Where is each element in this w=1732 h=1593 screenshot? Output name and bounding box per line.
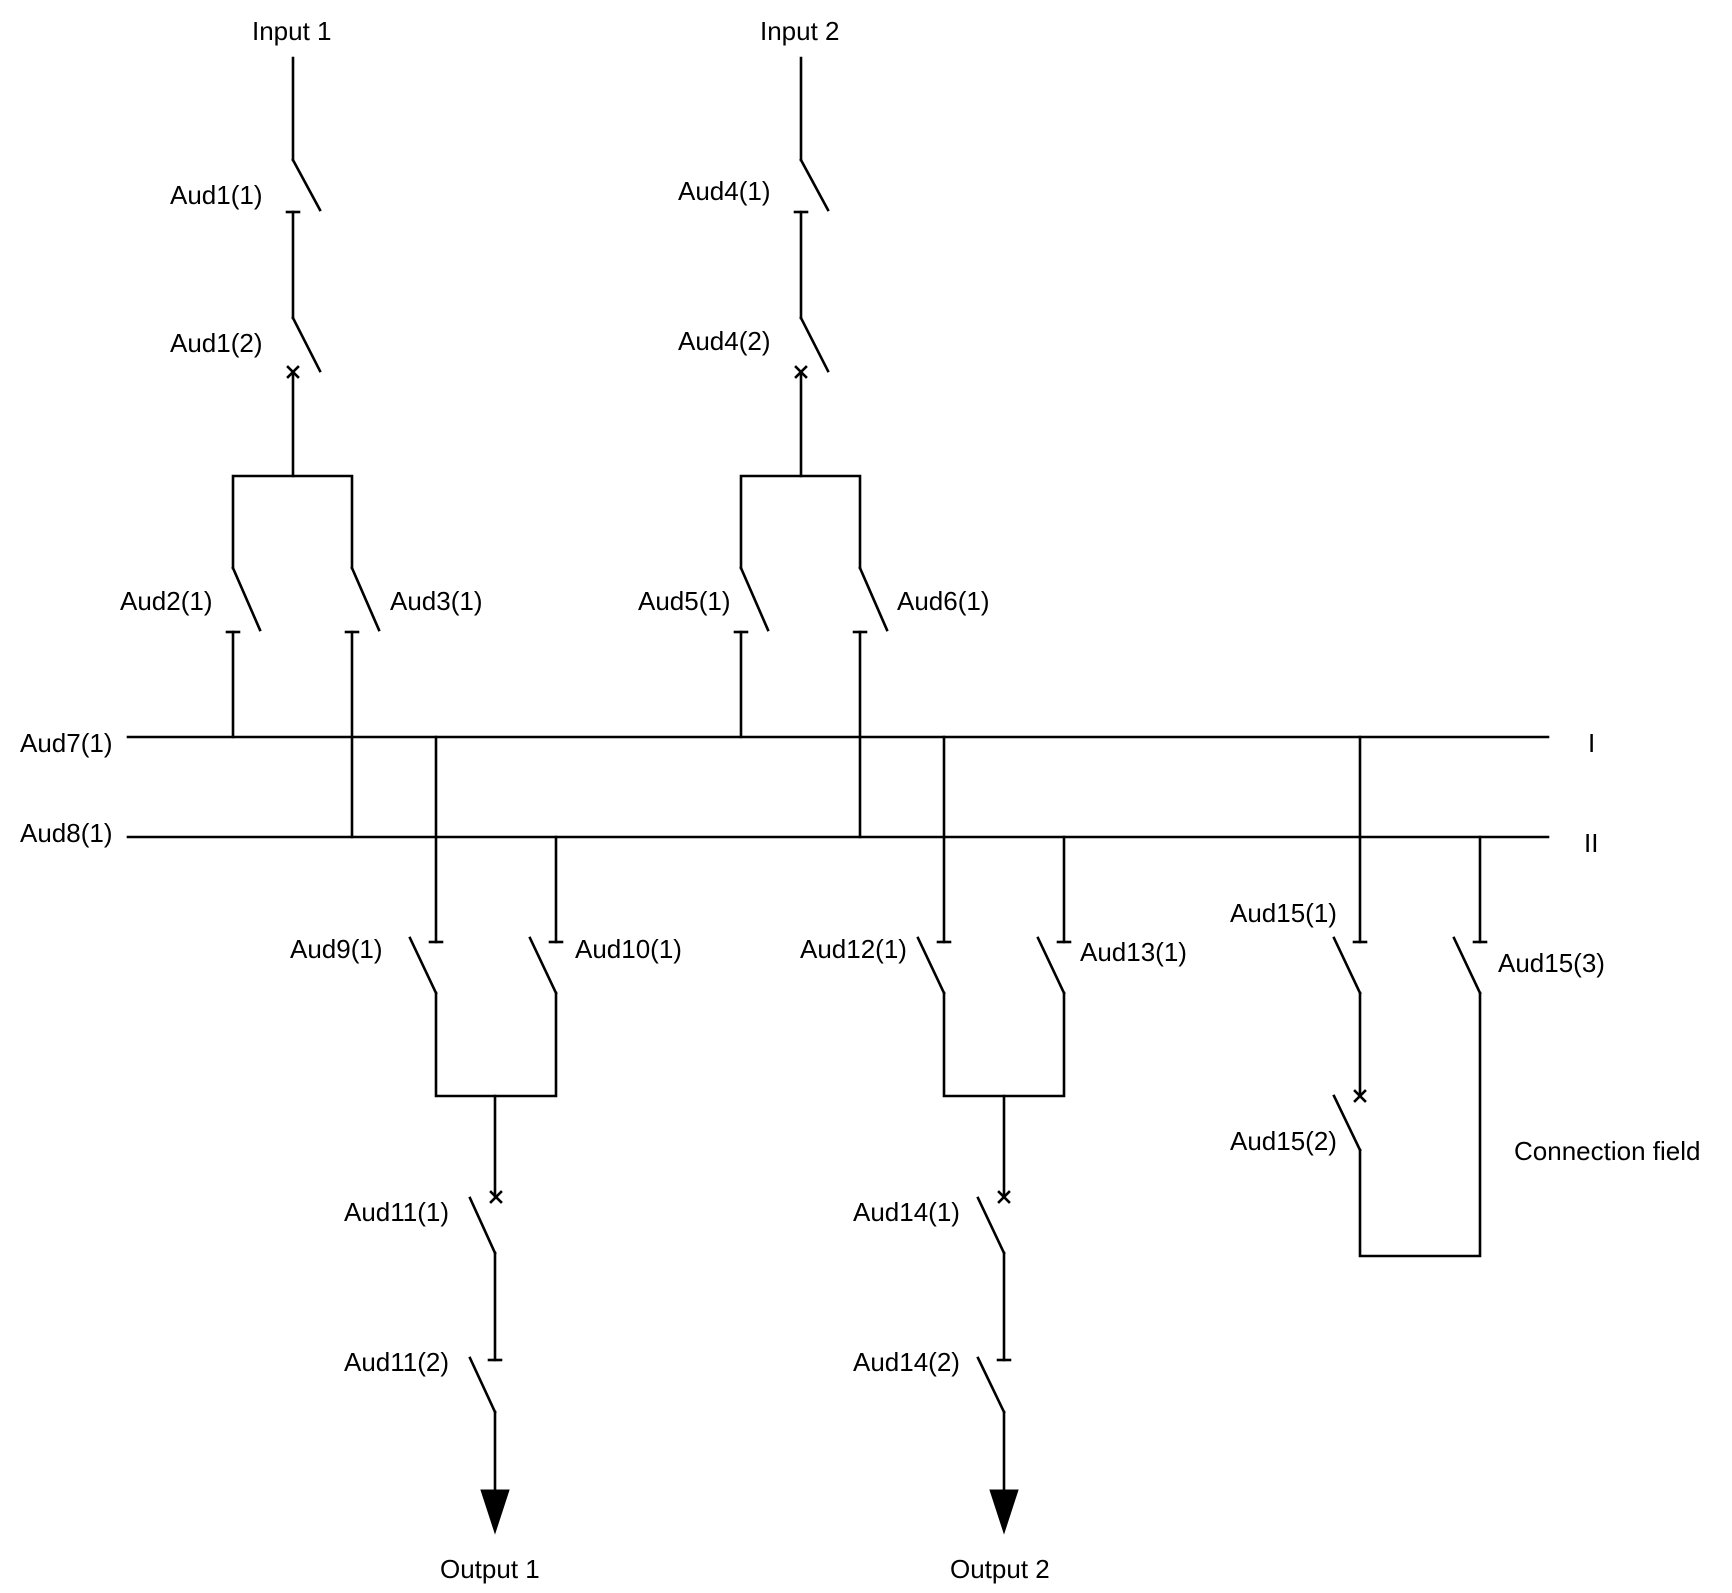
aud15-2-breaker-blade[interactable] <box>1332 1094 1362 1152</box>
aud3-1-label: Aud3(1) <box>390 586 483 616</box>
aud13-1-switch-blade[interactable] <box>1036 936 1066 995</box>
input-1-label: Input 1 <box>252 16 332 46</box>
aud4-1-label: Aud4(1) <box>678 176 771 206</box>
aud6-1-switch-blade[interactable] <box>858 566 889 632</box>
aud11-1-breaker-x-icon <box>489 1190 503 1204</box>
aud11-1-label: Aud11(1) <box>344 1197 449 1227</box>
aud15-1-switch-blade[interactable] <box>1332 936 1362 995</box>
output-2-merge <box>942 991 1066 1098</box>
aud3-1-switch-blade[interactable] <box>350 566 381 632</box>
output-1-label: Output 1 <box>440 1554 540 1584</box>
aud2-1-switch-blade[interactable] <box>231 566 262 632</box>
busbar-i: Aud7(1) I <box>20 728 1595 758</box>
aud15-2-label: Aud15(2) <box>1230 1126 1337 1156</box>
connection-field-loop <box>1358 991 1482 1258</box>
output-1-feeder: Aud9(1) Aud10(1) Aud11(1) Aud11(2) Outpu… <box>290 735 682 1584</box>
busbar-i-label: Aud7(1) <box>20 728 113 758</box>
aud4-1-switch-blade[interactable] <box>799 158 830 212</box>
aud9-1-label: Aud9(1) <box>290 934 383 964</box>
aud5-1-label: Aud5(1) <box>638 586 731 616</box>
input-1-fork <box>231 474 354 570</box>
aud2-1-label: Aud2(1) <box>120 586 213 616</box>
aud11-2-switch-blade[interactable] <box>468 1356 497 1414</box>
input-2-fork <box>739 474 862 570</box>
aud15-3-switch-blade[interactable] <box>1452 936 1482 995</box>
busbar-ii: Aud8(1) II <box>20 818 1598 858</box>
input-1-feeder: Input 1 Aud1(1) Aud1(2) Aud2(1) Aud3(1) <box>120 16 483 839</box>
aud13-1-label: Aud13(1) <box>1080 937 1187 967</box>
aud10-1-switch-blade[interactable] <box>528 936 558 995</box>
aud1-1-label: Aud1(1) <box>170 180 263 210</box>
aud1-2-breaker-blade[interactable] <box>291 316 322 373</box>
connection-field-label: Connection field <box>1514 1136 1700 1166</box>
aud14-2-label: Aud14(2) <box>853 1347 960 1377</box>
aud4-2-breaker-blade[interactable] <box>799 316 830 373</box>
aud10-1-label: Aud10(1) <box>575 934 682 964</box>
aud12-1-switch-blade[interactable] <box>916 936 946 995</box>
aud15-3-label: Aud15(3) <box>1498 948 1605 978</box>
output-2-label: Output 2 <box>950 1554 1050 1584</box>
input-2-feeder: Input 2 Aud4(1) Aud4(2) Aud5(1) Aud6(1) <box>638 16 990 839</box>
aud15-2-breaker-x-icon <box>1353 1089 1367 1103</box>
busbar-i-end-label: I <box>1588 728 1595 758</box>
aud11-1-breaker-blade[interactable] <box>468 1196 497 1255</box>
aud14-2-switch-blade[interactable] <box>976 1356 1006 1414</box>
busbar-ii-label: Aud8(1) <box>20 818 113 848</box>
aud6-1-label: Aud6(1) <box>897 586 990 616</box>
aud4-2-label: Aud4(2) <box>678 326 771 356</box>
connection-field: Aud15(1) Aud15(2) Aud15(3) Connection fi… <box>1230 735 1700 1258</box>
aud15-1-label: Aud15(1) <box>1230 898 1337 928</box>
aud5-1-switch-blade[interactable] <box>739 566 770 632</box>
output-2-feeder: Aud12(1) Aud13(1) Aud14(1) Aud14(2) Outp… <box>800 735 1187 1584</box>
aud12-1-label: Aud12(1) <box>800 934 907 964</box>
aud14-1-label: Aud14(1) <box>853 1197 960 1227</box>
aud9-1-switch-blade[interactable] <box>408 936 438 995</box>
aud11-2-label: Aud11(2) <box>344 1347 449 1377</box>
busbar-ii-end-label: II <box>1584 828 1598 858</box>
output-1-arrow-icon <box>480 1489 510 1535</box>
output-1-merge <box>434 991 558 1098</box>
aud14-1-breaker-blade[interactable] <box>976 1196 1006 1255</box>
output-2-arrow-icon <box>989 1489 1019 1535</box>
aud14-1-breaker-x-icon <box>997 1190 1011 1204</box>
aud1-1-switch-blade[interactable] <box>291 158 322 212</box>
input-2-label: Input 2 <box>760 16 840 46</box>
aud1-2-label: Aud1(2) <box>170 328 263 358</box>
